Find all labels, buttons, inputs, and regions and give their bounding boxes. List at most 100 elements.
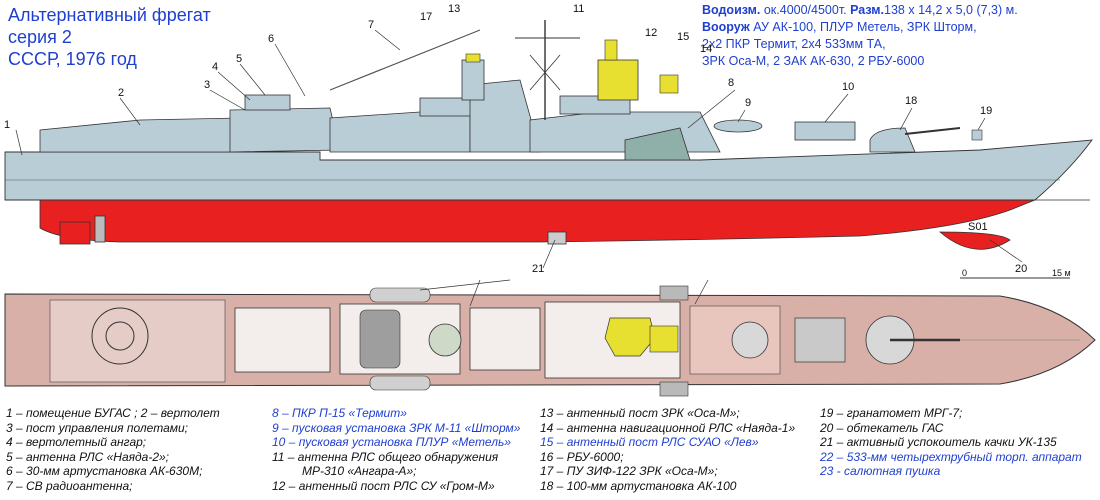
legend-column-2: 8 – ПКР П-15 «Термит» 9 – пусковая устан… xyxy=(272,406,520,494)
shtorm-top xyxy=(731,321,769,359)
legend-item: 5 – антенна РЛС «Наяда-2»; xyxy=(6,449,170,464)
callout-16: 16 xyxy=(475,278,487,280)
callout-17: 17 xyxy=(420,11,432,23)
mrg-7-launcher xyxy=(971,129,983,141)
hull-topsides xyxy=(4,139,1093,201)
osa-m-launcher-top xyxy=(428,323,462,357)
callout-15: 15 xyxy=(677,31,689,43)
helicopter-circle xyxy=(91,307,149,365)
termit-top-port xyxy=(659,285,689,301)
termit-launcher xyxy=(624,127,691,161)
hull-underwater xyxy=(39,199,1036,243)
callout-22: 22 xyxy=(503,278,515,280)
legend-item: 17 – ПУ ЗИФ-122 ЗРК «Оса-М»; xyxy=(540,464,718,479)
ak-100-turret xyxy=(869,127,916,153)
hangar-roof xyxy=(234,307,331,373)
legend-item: 14 – антенна навигационной РЛС «Наяда-1» xyxy=(540,420,796,435)
legend-item: 16 – РБУ-6000; xyxy=(540,449,624,464)
lev-radar xyxy=(659,74,679,94)
callout-3: 3 xyxy=(204,79,210,91)
legend-item: 10 – пусковая установка ПЛУР «Метель» xyxy=(272,435,511,450)
osa-m-antenna-post xyxy=(461,59,485,101)
boat xyxy=(359,309,401,369)
radio-antenna xyxy=(329,29,481,91)
funnel xyxy=(469,79,541,153)
armament-label: Вооруж xyxy=(702,20,750,34)
callout-8: 8 xyxy=(728,77,734,89)
displacement-label: Водоизм. xyxy=(702,3,761,17)
radar-yellow-top xyxy=(604,317,656,357)
metel-top xyxy=(794,317,846,363)
callout-10: 10 xyxy=(842,81,854,93)
callout-5: 5 xyxy=(236,53,242,65)
legend-item: 1 – помещение БУГАС ; 2 – вертолет xyxy=(6,406,220,420)
callout-4: 4 xyxy=(212,61,218,73)
legend-item: МР-310 «Ангара-А»; xyxy=(302,464,417,479)
callout-21: 21 xyxy=(532,263,544,275)
flight-control-post xyxy=(244,94,291,111)
bridge xyxy=(559,95,631,115)
hangar xyxy=(229,107,341,153)
helicopter-pad xyxy=(49,299,226,383)
legend-item: 11 – антенна РЛС общего обнаружения xyxy=(272,449,499,464)
title-block: Альтернативный фрегат серия 2 СССР, 1976… xyxy=(8,4,211,70)
callout-12: 12 xyxy=(645,27,657,39)
legend: 1 – помещение БУГАС ; 2 – вертолет 3 – п… xyxy=(0,406,1100,500)
legend-item: 12 – антенный пост РЛС СУ «Гром-М» xyxy=(272,478,495,493)
legend-item: 18 – 100-мм артустановка АК-100 xyxy=(540,478,737,493)
armament-line-1: АУ АК-100, ПЛУР Метель, ЗРК Шторм, xyxy=(749,20,977,34)
callout-23: 23 xyxy=(702,278,714,280)
callout-7: 7 xyxy=(368,19,374,31)
callout-20: 20 xyxy=(1015,263,1027,275)
legend-item: 6 – 30-мм артустановка АК-630М; xyxy=(6,464,203,479)
specs-block: Водоизм. ок.4000/4500т. Разм.138 x 14,2 … xyxy=(702,2,1092,70)
stabilizer-fin xyxy=(547,231,567,245)
torpedo-tube-starboard xyxy=(369,375,431,391)
scale-max: 15 м xyxy=(1052,268,1071,278)
sonar-dome xyxy=(938,231,1011,250)
helicopter-deck-edge xyxy=(39,117,241,153)
grom-m-radar xyxy=(597,59,639,101)
title-line-2: серия 2 xyxy=(8,27,72,47)
armament-line-3: ЗРК Оса-М, 2 ЗАК АК-630, 2 РБУ-6000 xyxy=(702,54,925,68)
shtorm-launcher xyxy=(713,119,763,133)
displacement-value: ок.4000/4500т. xyxy=(760,3,851,17)
legend-column-4: 19 – гранатомет МРГ-7; 20 – обтекатель Г… xyxy=(820,406,1082,479)
legend-item: 19 – гранатомет МРГ-7; xyxy=(820,406,963,420)
scale-bar: 0 15 м xyxy=(960,268,1071,279)
side-profile-drawing: S01 1 2 3 4 5 6 7 8 9 10 11 12 13 14 15 … xyxy=(4,3,1093,279)
legend-item: 8 – ПКР П-15 «Термит» xyxy=(272,406,407,420)
callout-9: 9 xyxy=(745,97,751,109)
legend-item: 13 – антенный пост ЗРК «Оса-М»; xyxy=(540,406,740,420)
title-line-1: Альтернативный фрегат xyxy=(8,5,211,25)
legend-column-3: 13 – антенный пост ЗРК «Оса-М»; 14 – ант… xyxy=(540,406,795,494)
callout-1: 1 xyxy=(4,119,10,131)
rudder xyxy=(59,221,91,245)
plan-view-drawing: 16 22 23 xyxy=(4,278,1096,397)
legend-item: 7 – СВ радиоантенна; xyxy=(6,478,133,493)
hull-number: S01 xyxy=(968,221,988,233)
propeller xyxy=(94,215,106,243)
title-line-3: СССР, 1976 год xyxy=(8,49,137,69)
legend-item: 23 - салютная пушка xyxy=(820,464,941,479)
callout-18: 18 xyxy=(905,95,917,107)
metel-launcher xyxy=(794,121,856,141)
callout-13: 13 xyxy=(448,3,460,15)
legend-item: 3 – пост управления полетами; xyxy=(6,420,188,435)
callout-19: 19 xyxy=(980,105,992,117)
legend-item: 9 – пусковая установка ЗРК М-11 «Шторм» xyxy=(272,420,521,435)
legend-item: 20 – обтекатель ГАС xyxy=(820,420,944,435)
callout-11: 11 xyxy=(573,3,584,15)
dimensions-label: Разм. xyxy=(850,3,885,17)
legend-column-1: 1 – помещение БУГАС ; 2 – вертолет 3 – п… xyxy=(6,406,220,494)
callout-14: 14 xyxy=(700,43,712,55)
legend-item: 22 – 533-мм четырехтрубный торп. аппарат xyxy=(820,449,1082,464)
dimensions-value: 138 x 14,2 x 5,0 (7,3) м. xyxy=(884,3,1018,17)
legend-item: 15 – антенный пост РЛС СУАО «Лев» xyxy=(540,435,759,450)
torpedo-tube-port xyxy=(369,287,431,303)
termit-top-starboard xyxy=(659,381,689,397)
legend-item: 4 – вертолетный ангар; xyxy=(6,435,147,450)
callout-2: 2 xyxy=(118,87,124,99)
legend-item: 21 – активный успокоитель качки УК-135 xyxy=(820,435,1057,450)
funnel-top xyxy=(469,307,541,371)
